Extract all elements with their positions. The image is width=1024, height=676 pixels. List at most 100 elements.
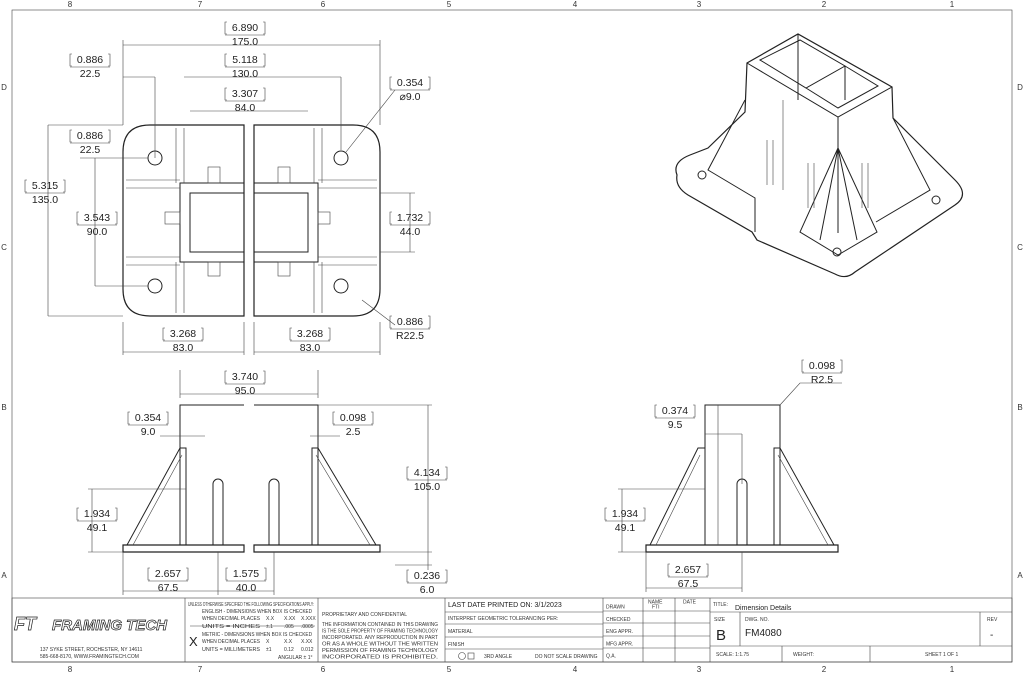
dimension-mm: 9.5 bbox=[668, 419, 683, 431]
dimension-mm: 90.0 bbox=[87, 226, 108, 238]
zone-number: 6 bbox=[321, 0, 326, 9]
tolerance-cell: X.X bbox=[284, 639, 293, 645]
dimension-inches: 0.236 bbox=[414, 570, 440, 582]
dimension-mm: 22.5 bbox=[80, 68, 101, 80]
dimension-inches: 0.354 bbox=[135, 412, 161, 424]
isometric-view bbox=[675, 33, 964, 278]
material-label: MATERIAL bbox=[448, 629, 473, 635]
dimension-mm: 130.0 bbox=[232, 68, 258, 80]
dimension: 1.934 49.1 bbox=[76, 507, 118, 534]
dimension: 0.886 22.5 bbox=[69, 53, 111, 80]
zone-letter: A bbox=[1017, 571, 1023, 580]
zone-letter: D bbox=[1017, 83, 1023, 92]
approval-role: CHECKED bbox=[606, 617, 631, 623]
dimension: 0.354 9.0 bbox=[127, 411, 169, 438]
proprietary-text: THE INFORMATION CONTAINED IN THIS DRAWIN… bbox=[322, 622, 439, 661]
dimension-mm: R2.5 bbox=[811, 374, 833, 386]
dimension: 0.354 ⌀9.0 bbox=[389, 76, 431, 103]
title-label: TITLE: bbox=[713, 602, 728, 608]
dimension-inches: 1.934 bbox=[84, 508, 110, 520]
proprietary-line: INCORPORATED. ANY REPRODUCTION IN PART bbox=[322, 635, 438, 641]
dimension-mm: ⌀9.0 bbox=[400, 91, 421, 103]
dimension-mm: 49.1 bbox=[87, 522, 108, 534]
dimension-mm: 2.5 bbox=[346, 426, 361, 438]
tolerance-cell: WHEN DECIMAL PLACES bbox=[202, 639, 261, 645]
projection-label: 3RD ANGLE bbox=[484, 654, 513, 660]
metric-check-mark: X bbox=[189, 634, 198, 649]
zone-number: 3 bbox=[697, 0, 702, 9]
dimension-inches: 0.886 bbox=[77, 54, 103, 66]
dimension-inches: 3.307 bbox=[232, 88, 258, 100]
dimension-mm: 95.0 bbox=[235, 385, 256, 397]
dimension-mm: 135.0 bbox=[32, 194, 58, 206]
zone-number: 3 bbox=[697, 665, 702, 674]
approval-role: ENG APPR. bbox=[606, 629, 633, 635]
tolerance-cell: .0005 bbox=[301, 624, 314, 630]
dimension-mm: 67.5 bbox=[158, 582, 179, 594]
svg-text:FT: FT bbox=[14, 614, 38, 634]
proprietary-line: IS THE SOLE PROPERTY OF FRAMING TECHNOLO… bbox=[322, 629, 439, 635]
zone-number: 1 bbox=[950, 0, 955, 9]
dimension-mm: 83.0 bbox=[173, 342, 194, 354]
angular-tolerance: ANGULAR ± 1° bbox=[278, 655, 312, 661]
svg-text:FRAMING TECH: FRAMING TECH bbox=[52, 617, 168, 634]
date-column-header: DATE bbox=[683, 600, 697, 606]
proprietary-line: INCORPORATED IS PROHIBITED. bbox=[322, 655, 438, 661]
tolerance-cell: X.XX bbox=[284, 616, 296, 622]
dimension-mm: 49.1 bbox=[615, 522, 636, 534]
tolerance-cell: UNITS = INCHES bbox=[202, 624, 261, 630]
tolerance-cell: X.XXX bbox=[301, 616, 316, 622]
dimension-mm: 9.0 bbox=[141, 426, 156, 438]
tolerance-cell: 0.12 bbox=[284, 647, 294, 653]
dimension-inches: 0.098 bbox=[809, 360, 835, 372]
top-view bbox=[47, 40, 415, 355]
front-view bbox=[88, 370, 432, 595]
dimension-mm: 175.0 bbox=[232, 36, 258, 48]
dimension-inches: 2.657 bbox=[675, 564, 701, 576]
dimension-inches: 0.354 bbox=[397, 77, 423, 89]
approval-role: Q.A. bbox=[606, 654, 616, 660]
dimension-inches: 0.098 bbox=[340, 412, 366, 424]
zone-letter: A bbox=[1, 571, 7, 580]
zone-letter: C bbox=[1, 243, 7, 252]
dimension-mm: 84.0 bbox=[235, 102, 256, 114]
company-contact: 585-668-8170, WWW.FRAMINGTECH.COM bbox=[40, 654, 139, 660]
company-logo: FT FRAMING TECH bbox=[14, 614, 169, 635]
dimension-inches: 0.886 bbox=[77, 130, 103, 142]
dimension-mm: 40.0 bbox=[236, 582, 257, 594]
dimension-inches: 1.732 bbox=[397, 212, 423, 224]
dimension: 6.890 175.0 bbox=[224, 21, 266, 48]
dimension-inches: 0.886 bbox=[397, 316, 423, 328]
dimension-inches: 3.740 bbox=[232, 371, 258, 383]
name-column-header: NAME bbox=[648, 600, 663, 606]
sheet-size: B bbox=[716, 627, 726, 644]
zone-number: 8 bbox=[68, 0, 73, 9]
tolerance-cell: ±1 bbox=[266, 647, 272, 653]
dimension-mm: R22.5 bbox=[396, 330, 424, 342]
tolerance-cell: ±.1 bbox=[266, 624, 273, 630]
dimension-inches: 1.934 bbox=[612, 508, 638, 520]
proprietary-line: THE INFORMATION CONTAINED IN THIS DRAWIN… bbox=[322, 622, 438, 628]
size-label: SIZE bbox=[714, 617, 726, 623]
dimension-inches: 4.134 bbox=[414, 467, 440, 479]
drawing-number: FM4080 bbox=[745, 628, 782, 639]
zone-number: 1 bbox=[950, 665, 955, 674]
dimension-mm: 105.0 bbox=[414, 481, 440, 493]
dimension: 3.740 95.0 bbox=[224, 370, 266, 397]
dimension-inches: 6.890 bbox=[232, 22, 258, 34]
dwg-no-label: DWG. NO. bbox=[745, 617, 769, 623]
zone-number: 8 bbox=[68, 665, 73, 674]
